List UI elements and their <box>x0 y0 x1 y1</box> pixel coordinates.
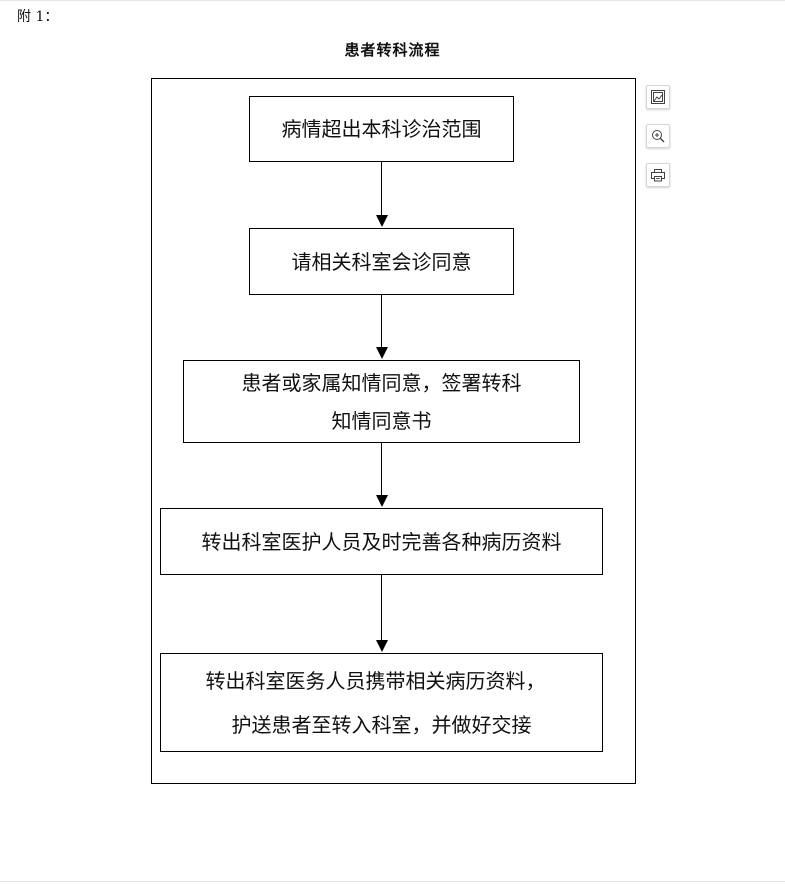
flow-arrow-1-head <box>376 215 388 227</box>
flow-step-3: 患者或家属知情同意，签署转科 知情同意书 <box>183 360 580 443</box>
image-view-icon <box>651 90 665 104</box>
flow-step-5-line-1: 转出科室医务人员携带相关病历资料， <box>205 668 546 693</box>
flow-step-5-line-2: 护送患者至转入科室，并做好交接 <box>231 712 532 737</box>
bottom-divider <box>0 881 785 882</box>
flow-step-2-text: 请相关科室会诊同意 <box>291 249 472 274</box>
flow-arrow-4-head <box>376 640 388 652</box>
flow-step-3-line-2: 知情同意书 <box>331 408 432 433</box>
flow-step-2: 请相关科室会诊同意 <box>249 228 514 295</box>
zoom-in-button[interactable] <box>646 124 670 148</box>
flow-step-5: 转出科室医务人员携带相关病历资料， 护送患者至转入科室，并做好交接 <box>160 653 603 752</box>
flow-arrow-3-line <box>381 443 382 496</box>
flow-step-3-line-1: 患者或家属知情同意，签署转科 <box>241 370 522 395</box>
appendix-label: 附 1： <box>17 9 59 25</box>
flow-step-4-text: 转出科室医护人员及时完善各种病历资料 <box>201 529 562 554</box>
flow-arrow-2-head <box>376 347 388 359</box>
flow-step-1-text: 病情超出本科诊治范围 <box>281 117 482 141</box>
zoom-in-icon <box>652 130 665 143</box>
image-view-button[interactable] <box>646 85 670 109</box>
flow-arrow-3-head <box>376 495 388 507</box>
flow-step-1: 病情超出本科诊治范围 <box>249 96 514 162</box>
print-button[interactable] <box>646 163 670 187</box>
page-title: 患者转科流程 <box>344 41 441 59</box>
flow-arrow-1-line <box>381 162 382 216</box>
flowchart-frame <box>151 78 636 784</box>
flow-step-4: 转出科室医护人员及时完善各种病历资料 <box>160 508 603 575</box>
print-icon <box>651 169 665 182</box>
top-divider <box>0 0 785 1</box>
flow-arrow-4-line <box>381 575 382 641</box>
flow-arrow-2-line <box>381 295 382 348</box>
